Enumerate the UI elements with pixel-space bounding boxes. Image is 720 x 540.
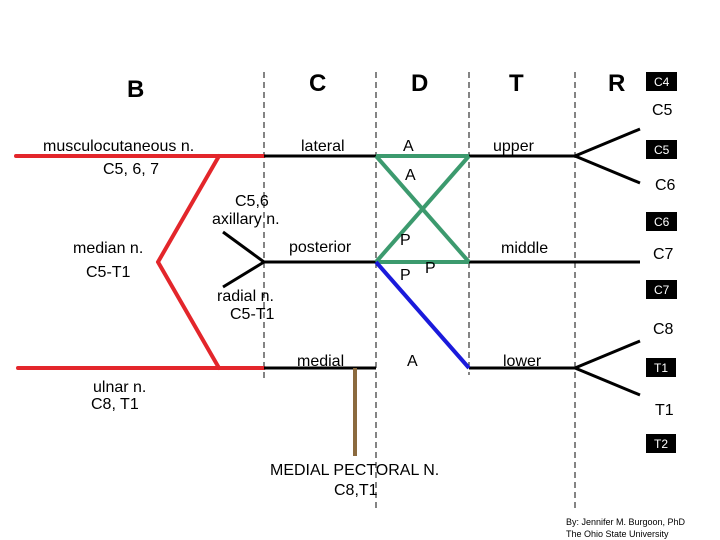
root-c6-box: C6 (646, 212, 678, 231)
median-nerve-line (156, 154, 221, 370)
division-lines (374, 154, 471, 370)
median-label: median n. (73, 240, 144, 257)
root-c7-label: C7 (653, 246, 674, 263)
root-c5-label: C5 (652, 102, 673, 119)
root-t2-box: T2 (646, 434, 677, 453)
credit-author: By: Jennifer M. Burgoon, PhD (566, 517, 686, 527)
posterior-division-label-3: P (400, 267, 411, 284)
ulnar-roots: C8, T1 (91, 396, 139, 413)
upper-trunk-roots-fork (574, 127, 641, 185)
anterior-division-label-3: A (407, 353, 418, 370)
musculocutaneous-label: musculocutaneous n. (43, 138, 195, 155)
region-guides (263, 72, 576, 512)
lateral-cord-label: lateral (301, 138, 345, 155)
posterior-division-label-2: P (425, 260, 436, 277)
header-divisions: D (411, 70, 429, 97)
musculocutaneous-roots: C5, 6, 7 (103, 161, 160, 178)
medial-cord-label: medial (297, 353, 345, 370)
root-c8-label: C8 (653, 321, 674, 338)
terminal-nerves (14, 154, 266, 370)
radial-roots: C5-T1 (230, 306, 275, 323)
black-lines (222, 127, 641, 397)
header-roots: R (608, 70, 626, 97)
root-c7-box: C7 (646, 280, 678, 299)
root-c5-box: C5 (646, 140, 678, 159)
lower-trunk-label: lower (503, 353, 542, 370)
middle-trunk-label: middle (501, 240, 549, 257)
anterior-division-middle-cross (374, 154, 471, 264)
header-cords: C (309, 70, 327, 97)
credit-institution: The Ohio State University (566, 529, 669, 539)
axillary-radial-fork (222, 230, 265, 289)
root-t1-label: T1 (655, 402, 674, 419)
root-c6-label: C6 (655, 177, 676, 194)
root-t1-box: T1 (646, 358, 677, 377)
medial-pectoral-label: MEDIAL PECTORAL N. (270, 462, 440, 479)
header-trunks: T (509, 70, 524, 97)
anterior-division-label-2: A (405, 167, 416, 184)
posterior-cord-label: posterior (289, 239, 352, 256)
ulnar-label: ulnar n. (93, 379, 147, 396)
posterior-division-label-1: P (400, 232, 411, 249)
posterior-division-lower (374, 260, 471, 370)
upper-trunk-label: upper (493, 138, 534, 155)
radial-label: radial n. (217, 288, 274, 305)
anterior-division-label-1: A (403, 138, 414, 155)
lower-trunk-roots-fork (574, 339, 641, 397)
axillary-roots: C5,6 (235, 193, 269, 210)
median-roots: C5-T1 (86, 264, 131, 281)
axillary-label: axillary n. (212, 211, 280, 228)
root-c4-box: C4 (646, 72, 678, 91)
header-branches: B (127, 76, 145, 103)
medial-pectoral-roots: C8,T1 (334, 482, 378, 499)
